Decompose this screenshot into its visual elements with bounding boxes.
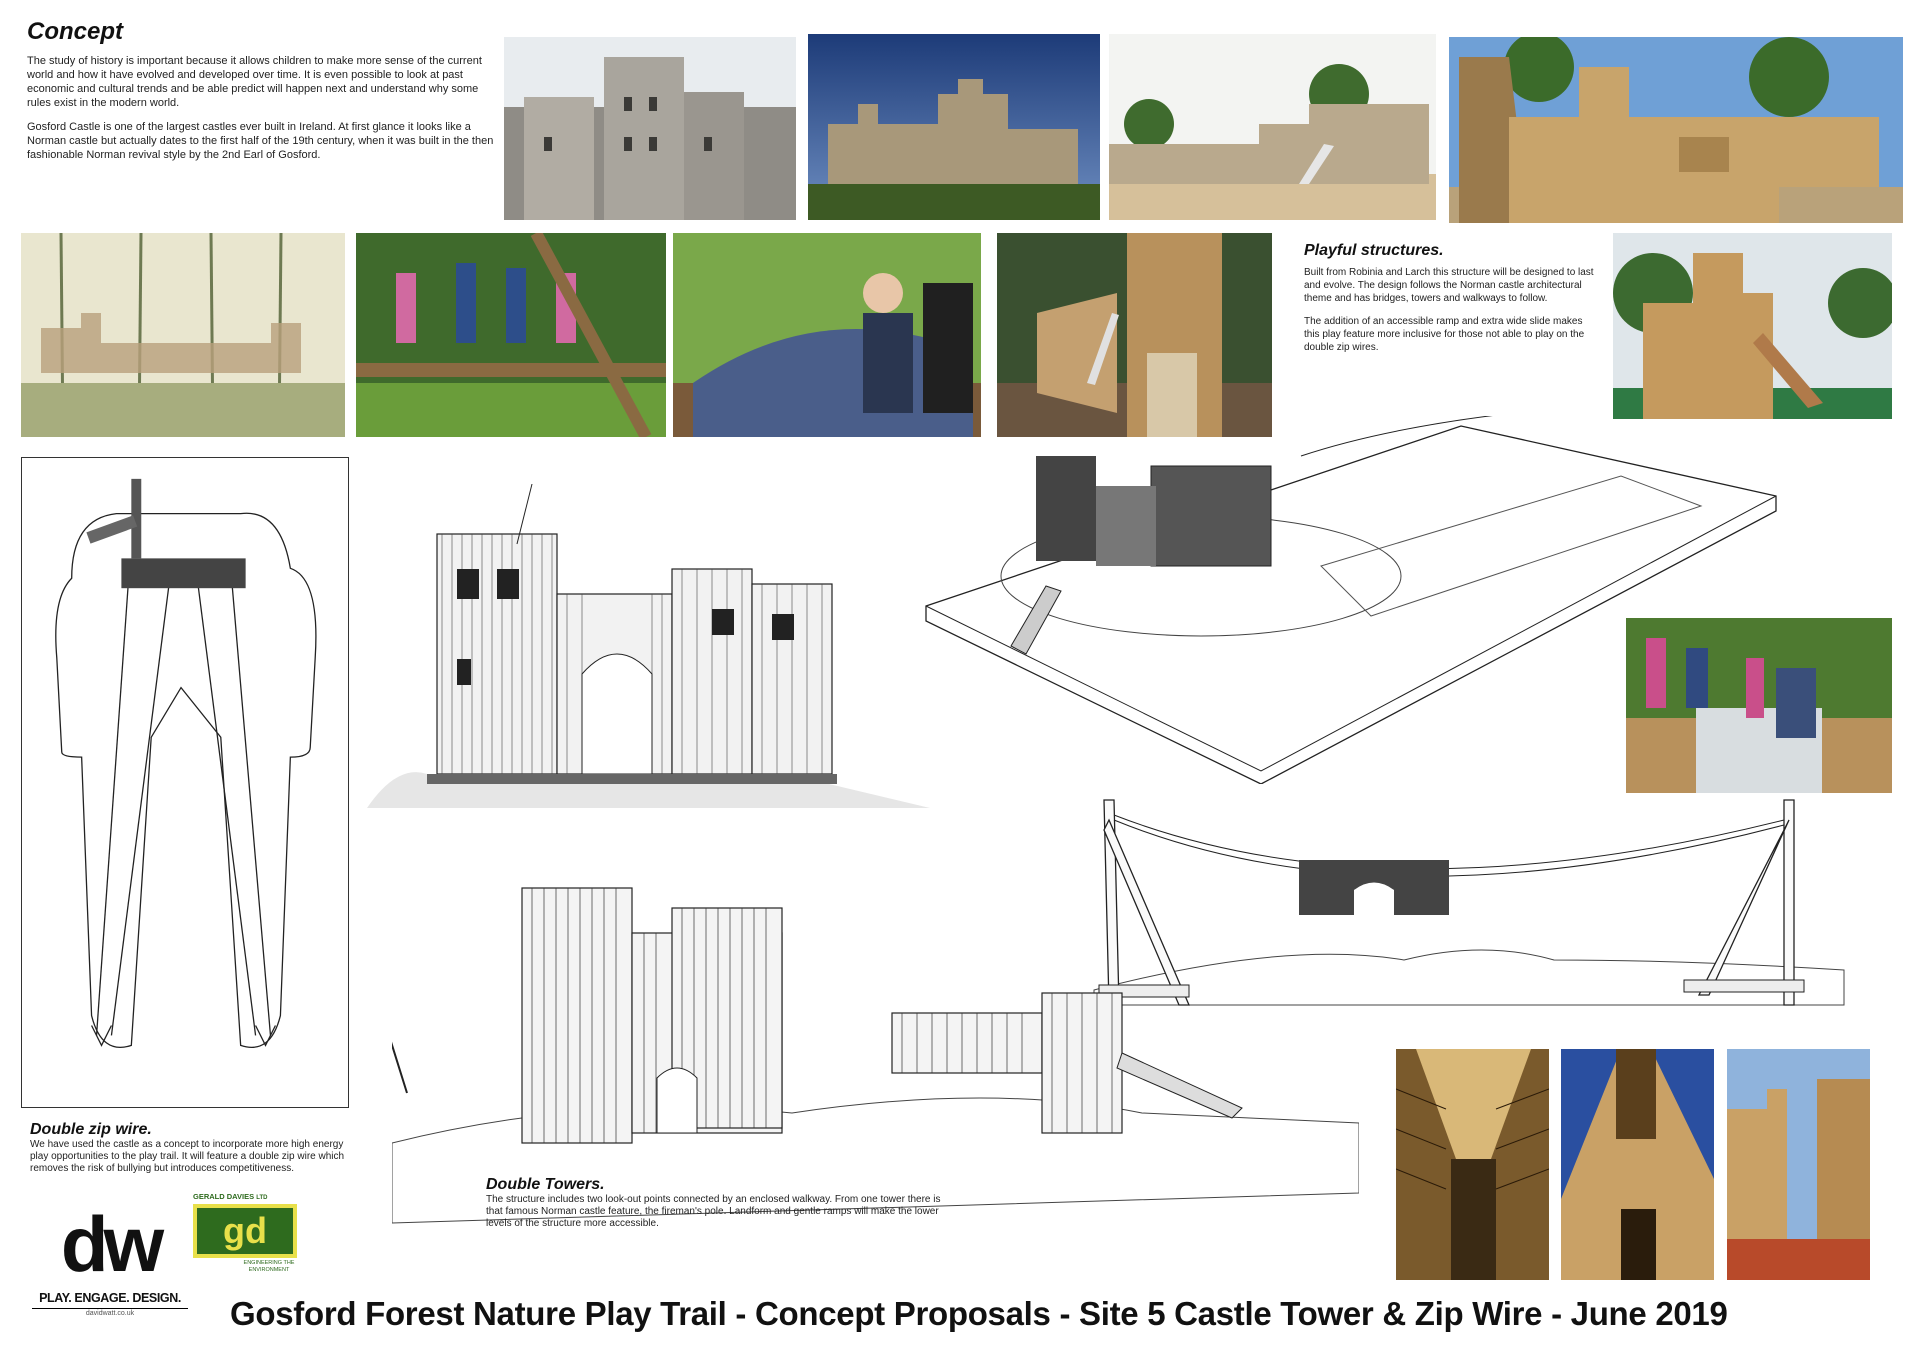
photo-children-on-wide-slide [1626,618,1892,793]
photo-castle-walkway [1727,1049,1870,1280]
gd-logo-tagline: ENGINEERING THE ENVIRONMENT [243,1260,295,1273]
castle-front-elevation-drawing [367,484,930,808]
double-towers-drawing [392,863,1359,1261]
playful-heading: Playful structures. [1304,242,1444,259]
towers-heading: Double Towers. [486,1176,605,1193]
plan-view-drawing [21,457,349,1108]
isometric-site-drawing [921,416,1778,784]
dw-logo-mark: dw [60,1200,164,1288]
dw-logo: dw PLAY. ENGAGE. DESIGN. davidwatt.co.uk [32,1198,188,1319]
photo-gosford-castle-closeup [504,37,796,220]
concept-paragraph: The study of history is important becaus… [27,55,482,109]
double-zip-wire-section: Double zip wire. We have used the castle… [30,1120,350,1175]
dw-logo-tagline: PLAY. ENGAGE. DESIGN. [32,1290,188,1309]
sketch-castle-in-forest [21,233,345,437]
photo-tower-from-below [1561,1049,1714,1280]
photo-wooden-castle-built [1449,37,1903,223]
photo-children-on-platform [356,233,666,437]
concept-section: Concept The study of history is importan… [27,18,497,172]
gd-name-text: GERALD DAVIES [193,1192,255,1201]
photo-children-on-swing [673,233,981,437]
photo-tower-interior-net [1396,1049,1549,1280]
zip-wire-elevation-drawing [1084,790,1910,1022]
towers-body: The structure includes two look-out poin… [486,1194,941,1229]
playful-structures-section: Playful structures. Built from Robinia a… [1304,242,1594,364]
playful-paragraph: The addition of an accessible ramp and e… [1304,316,1585,353]
playful-body: Built from Robinia and Larch this struct… [1304,266,1594,354]
page-title: Gosford Forest Nature Play Trail - Conce… [230,1295,1728,1332]
photo-wooden-tower-with-children [997,233,1272,437]
concept-heading: Concept [27,18,123,45]
zipwire-body: We have used the castle as a concept to … [30,1139,345,1174]
double-towers-section: Double Towers. The structure includes tw… [486,1175,946,1230]
gd-logo-mark: gd [193,1204,297,1258]
photo-gosford-castle-exterior [808,34,1100,220]
playful-paragraph: Built from Robinia and Larch this struct… [1304,267,1594,304]
photo-wooden-castle-with-slide [1613,233,1892,419]
concept-body: The study of history is important becaus… [27,54,497,162]
concept-paragraph: Gosford Castle is one of the largest cas… [27,121,494,161]
gd-ltd-text: LTD [256,1195,268,1201]
photo-castle-play-structure-render [1109,34,1436,220]
dw-logo-url: davidwatt.co.uk [85,1310,135,1317]
zipwire-heading: Double zip wire. [30,1121,152,1138]
gd-logo-name: GERALD DAVIES LTD [193,1192,297,1202]
gerald-davies-logo: GERALD DAVIES LTD gd ENGINEERING THE ENV… [193,1192,297,1274]
